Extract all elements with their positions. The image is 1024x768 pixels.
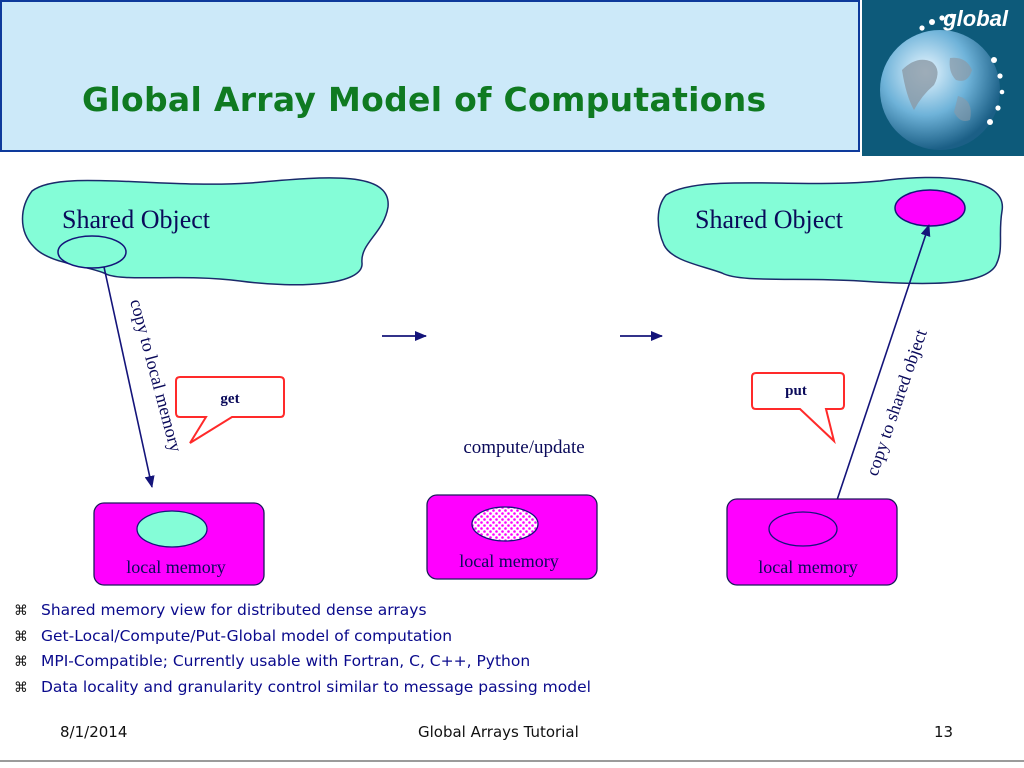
bullet-list: ⌘Shared memory view for distributed dens… xyxy=(14,598,591,700)
title-banner: Global Array Model of Computations xyxy=(0,0,860,152)
bullet-item: ⌘MPI-Compatible; Currently usable with F… xyxy=(14,649,591,675)
copy-to-shared-arrow xyxy=(829,224,931,522)
bullet-item: ⌘Get-Local/Compute/Put-Global model of c… xyxy=(14,624,591,650)
get-label: get xyxy=(220,391,239,407)
bullet-item: ⌘Data locality and granularity control s… xyxy=(14,675,591,701)
bullet-item: ⌘Shared memory view for distributed dens… xyxy=(14,598,591,624)
global-arrays-logo: global xyxy=(862,0,1024,156)
shared-region-right xyxy=(894,189,966,227)
get-callout xyxy=(175,376,285,444)
local-memory-label-1: local memory xyxy=(126,557,225,577)
put-label: put xyxy=(785,383,807,399)
local-patch-3 xyxy=(768,511,838,547)
copy-to-shared-label: copy to shared object xyxy=(862,327,931,479)
put-callout xyxy=(751,372,845,445)
footer-rule xyxy=(0,760,1024,762)
local-patch-1 xyxy=(136,510,208,548)
page-number: 13 xyxy=(934,723,954,741)
copy-to-local-arrow xyxy=(103,266,155,488)
copy-to-local-label: copy to local memory xyxy=(126,297,186,454)
bullet-marker: ⌘ xyxy=(14,654,28,671)
get-compute-put-diagram: Shared Object Shared Object copy to loca… xyxy=(21,176,1003,586)
compute-update-label: compute/update xyxy=(463,437,584,458)
local-memory-label-3: local memory xyxy=(758,557,857,577)
bullet-marker: ⌘ xyxy=(14,603,28,619)
globe-icon xyxy=(862,0,1024,156)
bullet-marker: ⌘ xyxy=(14,628,28,645)
shared-region-left xyxy=(57,235,127,269)
right-cloud-label: Shared Object xyxy=(695,205,844,234)
logo-text: global xyxy=(943,6,1008,31)
slide-title: Global Array Model of Computations xyxy=(82,80,767,119)
bullet-marker: ⌘ xyxy=(14,679,28,696)
left-cloud-label: Shared Object xyxy=(62,205,211,234)
footer-date: 8/1/2014 xyxy=(60,723,128,741)
local-memory-label-2: local memory xyxy=(459,551,558,571)
local-patch-2 xyxy=(471,506,539,542)
footer-title: Global Arrays Tutorial xyxy=(418,723,579,741)
